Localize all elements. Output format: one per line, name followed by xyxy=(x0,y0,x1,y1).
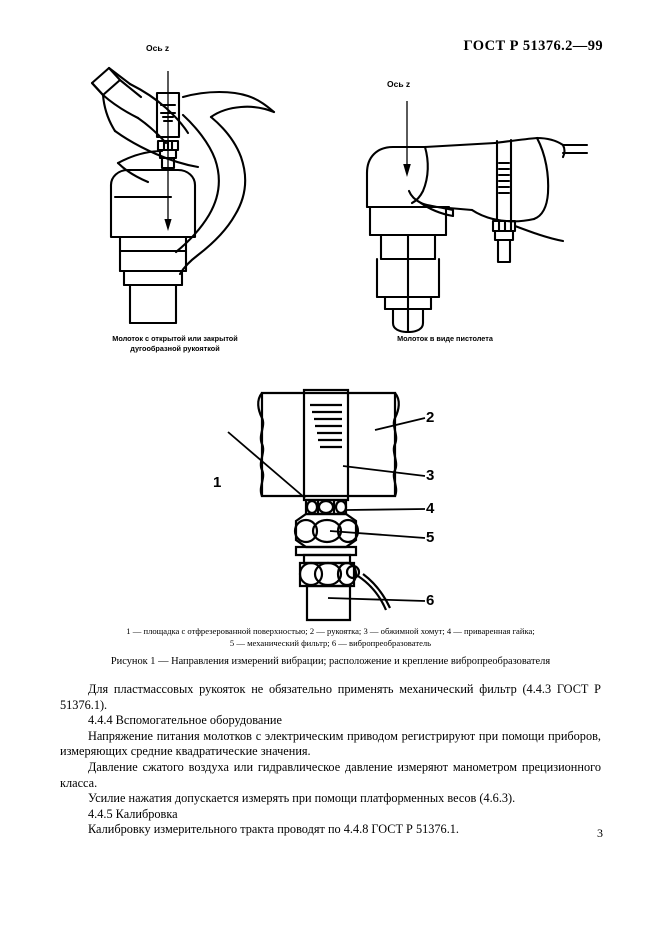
hammer-open-closed-handle-svg xyxy=(90,66,276,325)
callout-2: 2 xyxy=(426,409,435,426)
axis-label-right: Ось z xyxy=(387,79,411,89)
caption-hammer-pistol-type: Молоток в виде пистолета xyxy=(397,334,493,343)
figure-legend-line-1: 1 — площадка с отфрезерованной поверхнос… xyxy=(126,626,535,636)
axis-arrow-right xyxy=(403,164,411,177)
figure-1-area: Ось z Молоток с открытой или закрытой ду… xyxy=(0,43,661,625)
callout-5: 5 xyxy=(426,529,435,546)
paragraph-2: Напряжение питания молотков с электричес… xyxy=(60,728,601,759)
callout-6: 6 xyxy=(426,592,435,609)
body-text-block: Для пластмассовых рукояток не обязательн… xyxy=(60,682,601,838)
drawing-hammer-pistol-type: Ось z xyxy=(325,79,590,333)
drawing-transducer-mounting xyxy=(200,388,455,623)
axis-label-left: Ось z xyxy=(146,43,170,53)
figure-1-title: Рисунок 1 — Направления измерений вибрац… xyxy=(110,656,551,667)
transducer-mounting-svg xyxy=(227,388,426,622)
axis-arrow-left xyxy=(164,219,172,231)
figure-1-legend: 1 — площадка с отфрезерованной поверхнос… xyxy=(60,626,601,649)
callout-4: 4 xyxy=(426,500,435,517)
paragraph-4: Усилие нажатия допускается измерять при … xyxy=(88,791,516,806)
figure-legend-line-2: 5 — механический фильтр; 6 — вибропреобр… xyxy=(229,637,432,648)
standard-code-header: ГОСТ Р 51376.2—99 xyxy=(463,38,603,54)
paragraph-0: Для пластмассовых рукояток не обязательн… xyxy=(60,682,601,712)
paragraph-5: 4.4.5 Калибровка xyxy=(88,806,178,821)
hammer-pistol-type-svg xyxy=(365,101,589,333)
paragraph-6: Калибровку измерительного тракта проводя… xyxy=(88,822,460,837)
drawing-hammer-open-closed-handle: Ось z xyxy=(78,43,318,330)
page-number: 3 xyxy=(597,826,603,840)
callout-1: 1 xyxy=(213,474,222,491)
paragraph-1: 4.4.4 Вспомогательное оборудование xyxy=(88,713,282,728)
callout-3: 3 xyxy=(426,467,435,484)
paragraph-3: Давление сжатого воздуха или гидравличес… xyxy=(60,759,601,790)
caption-hammer-open-closed-handle: Молоток с открытой или закрытой дугообра… xyxy=(112,334,238,353)
